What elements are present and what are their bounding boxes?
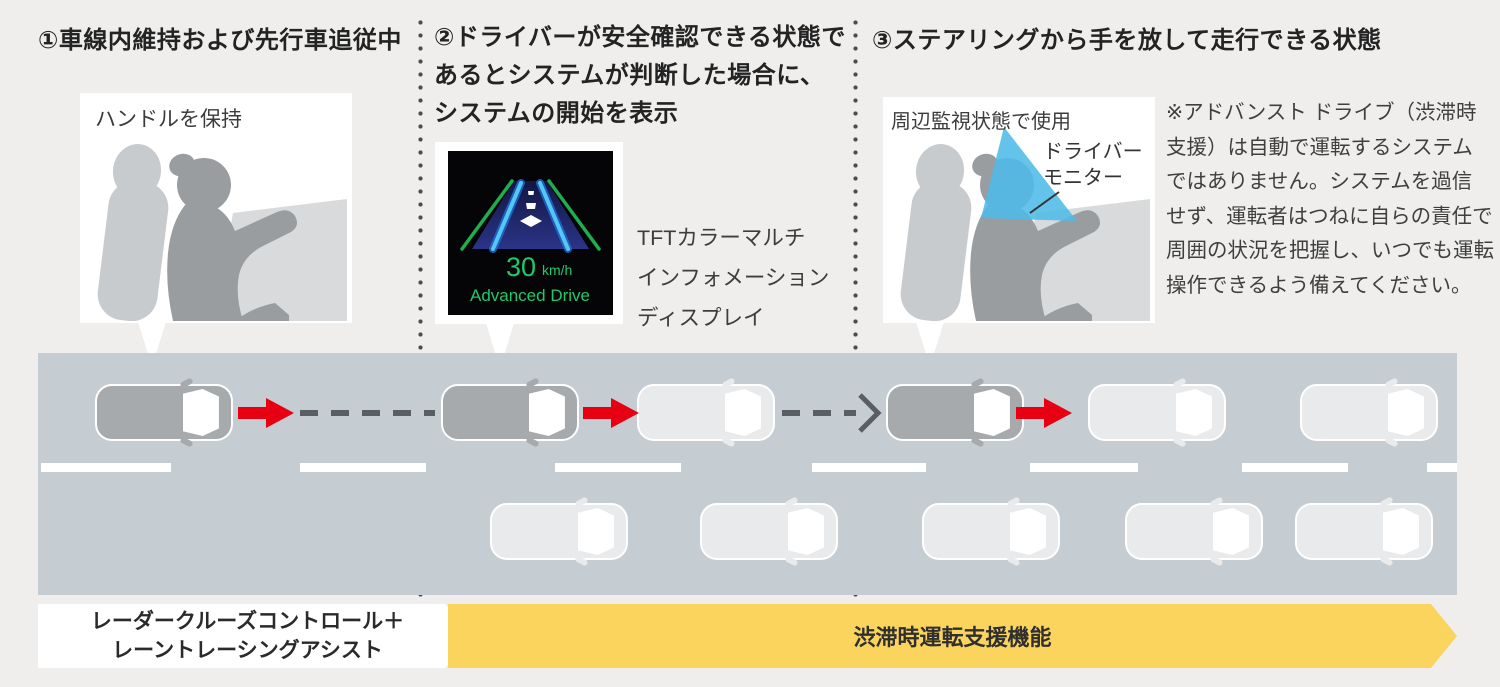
disclaimer-note: ※アドバンスト ドライブ（渋滞時 支援）は自動で運転するシステム ではありません… bbox=[1166, 96, 1494, 303]
callout-tft-display: 30 km/h Advanced Drive bbox=[435, 142, 623, 324]
car-windshield bbox=[1175, 389, 1212, 436]
note-line3: ではありません。システムを過信 bbox=[1166, 170, 1473, 193]
heading-step2: ②ドライバーが安全確認できる状態で あるとシステムが判断した場合に、 システムの… bbox=[434, 19, 846, 133]
car-windshield bbox=[528, 389, 565, 436]
note-line1: ※アドバンスト ドライブ（渋滞時 bbox=[1166, 101, 1477, 124]
traffic-car-top-view bbox=[1295, 496, 1433, 567]
car-windshield bbox=[973, 389, 1010, 436]
lane-marking bbox=[300, 463, 426, 472]
banner-left-line2: レーントレーシングアシスト bbox=[112, 639, 383, 662]
car-windshield bbox=[787, 508, 824, 555]
banner-radar-cruise: レーダークルーズコントロール＋ レーントレーシングアシスト bbox=[38, 604, 471, 668]
traffic-car-top-view bbox=[1300, 377, 1438, 448]
car-mirror bbox=[1379, 555, 1394, 567]
ego-car-top-view bbox=[886, 377, 1024, 448]
heading-step2-line3: システムの開始を表示 bbox=[434, 100, 679, 127]
note-line5: 周囲の状況を把握し、いつでも運転 bbox=[1166, 239, 1494, 262]
surround-monitoring-label: 周辺監視状態で使用 bbox=[891, 111, 1071, 133]
car-mirror bbox=[574, 555, 589, 567]
display-mode-text: Advanced Drive bbox=[470, 286, 590, 305]
car-mirror bbox=[721, 377, 736, 389]
ego-car-top-view bbox=[95, 377, 233, 448]
car-mirror bbox=[1006, 555, 1021, 567]
traffic-car-top-view bbox=[700, 496, 838, 567]
driver-monitor-label-line2: モニター bbox=[1043, 167, 1123, 189]
road-scene bbox=[38, 353, 1457, 595]
forward-arrow-icon bbox=[583, 398, 639, 428]
driver-monitor-label-line1: ドライバー bbox=[1043, 141, 1143, 163]
car-mirror bbox=[1209, 555, 1224, 567]
lane-marking bbox=[1030, 463, 1138, 472]
car-mirror bbox=[1379, 496, 1394, 508]
traffic-car-top-view bbox=[922, 496, 1060, 567]
car-mirror bbox=[179, 436, 194, 448]
car-windshield bbox=[182, 389, 219, 436]
banner-traffic-jam-assist: 渋滞時運転支援機能 bbox=[448, 604, 1457, 668]
car-mirror bbox=[525, 436, 540, 448]
heading-step1: ①車線内維持および先行車追従中 bbox=[38, 27, 402, 54]
lane-marking bbox=[41, 463, 171, 472]
forward-arrow-icon bbox=[238, 398, 294, 428]
lane-marking bbox=[1242, 463, 1348, 472]
car-mirror bbox=[721, 436, 736, 448]
chevron-right-icon bbox=[858, 393, 882, 433]
heading-step2-line1: ②ドライバーが安全確認できる状態で bbox=[434, 24, 846, 51]
car-mirror bbox=[784, 496, 799, 508]
driver-monitor-cone-icon bbox=[981, 127, 1077, 221]
car-mirror bbox=[179, 377, 194, 389]
traffic-car-top-view bbox=[637, 377, 775, 448]
note-line2: 支援）は自動で運転するシステム bbox=[1166, 135, 1473, 159]
car-mirror bbox=[1172, 436, 1187, 448]
heading-step3: ③ステアリングから手を放して走行できる状態 bbox=[872, 27, 1382, 54]
following-distance-dashes bbox=[782, 410, 856, 416]
car-windshield bbox=[1009, 508, 1046, 555]
car-mirror bbox=[784, 555, 799, 567]
following-distance-dashes bbox=[300, 410, 435, 416]
car-mirror bbox=[525, 377, 540, 389]
traffic-car-top-view bbox=[1125, 496, 1263, 567]
car-windshield bbox=[1387, 389, 1424, 436]
car-windshield bbox=[1212, 508, 1249, 555]
section-divider-1 bbox=[418, 16, 423, 598]
tft-caption-line2: インフォメーション bbox=[637, 266, 830, 290]
banner-left-line1: レーダークルーズコントロール＋ bbox=[90, 610, 405, 633]
note-line4: せず、運転者はつねに自らの責任で bbox=[1166, 204, 1493, 228]
driver-monitor-label: ドライバー モニター bbox=[1043, 139, 1143, 191]
forward-arrow-icon bbox=[1016, 398, 1072, 428]
callout-driver-monitor: 周辺監視状態で使用 ドライバー モニター bbox=[883, 97, 1155, 323]
display-speed-unit: km/h bbox=[542, 262, 572, 278]
lane-marking bbox=[812, 463, 926, 472]
tft-caption-line1: TFTカラーマルチ bbox=[637, 226, 806, 250]
car-mirror bbox=[1384, 436, 1399, 448]
driver-hands-on-illustration bbox=[85, 139, 347, 321]
tft-caption-line3: ディスプレイ bbox=[637, 306, 765, 330]
car-mirror bbox=[1384, 377, 1399, 389]
car-mirror bbox=[1006, 496, 1021, 508]
banner-right-label: 渋滞時運転支援機能 bbox=[853, 625, 1052, 650]
hold-wheel-label: ハンドルを保持 bbox=[95, 108, 242, 131]
tft-display-graphic: 30 km/h Advanced Drive bbox=[448, 151, 613, 315]
car-mirror bbox=[970, 377, 985, 389]
ego-car-top-view bbox=[441, 377, 579, 448]
section-divider-2 bbox=[853, 16, 858, 598]
car-windshield bbox=[1382, 508, 1419, 555]
display-speed-value: 30 bbox=[506, 252, 536, 282]
lane-marking bbox=[555, 463, 681, 472]
traffic-car-top-view bbox=[1088, 377, 1226, 448]
car-mirror bbox=[1172, 377, 1187, 389]
car-mirror bbox=[970, 436, 985, 448]
car-windshield bbox=[724, 389, 761, 436]
heading-step2-line2: あるとシステムが判断した場合に、 bbox=[434, 62, 825, 89]
note-line6: 操作できるよう備えてください。 bbox=[1166, 273, 1472, 297]
car-windshield bbox=[577, 508, 614, 555]
callout-hold-wheel: ハンドルを保持 bbox=[80, 93, 352, 323]
car-mirror bbox=[574, 496, 589, 508]
car-mirror bbox=[1209, 496, 1224, 508]
traffic-car-top-view bbox=[490, 496, 628, 567]
tft-display-caption: TFTカラーマルチ インフォメーション ディスプレイ bbox=[637, 218, 829, 338]
lane-marking bbox=[1427, 463, 1457, 472]
